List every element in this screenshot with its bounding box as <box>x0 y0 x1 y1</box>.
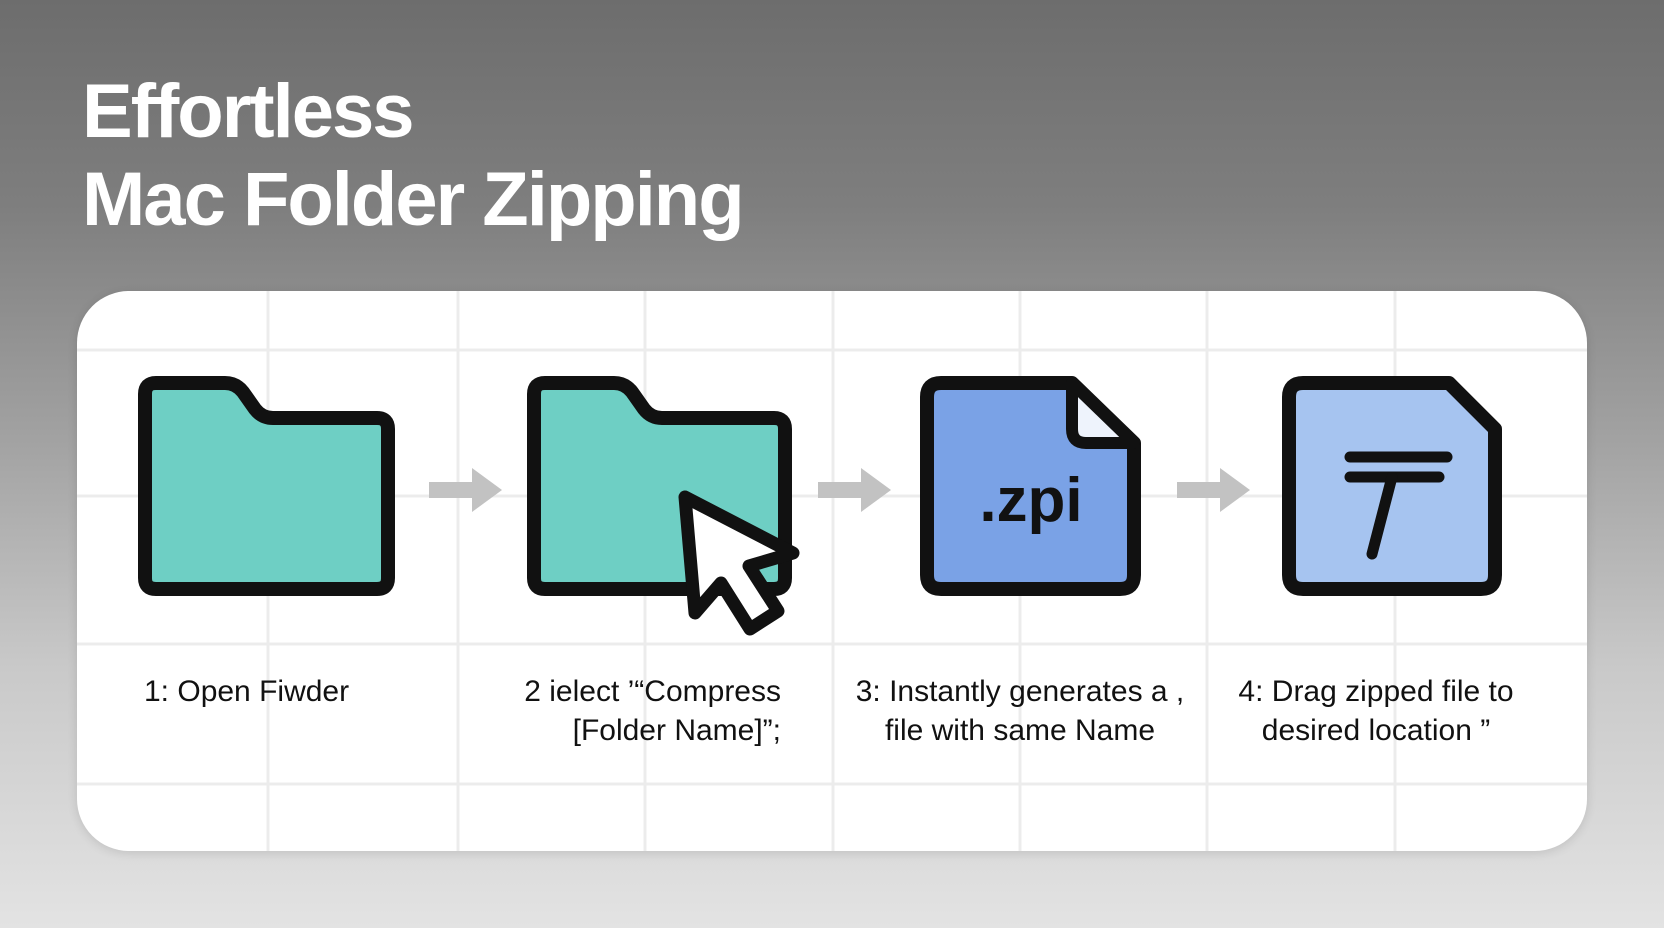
zip-file-icon: .zpi <box>920 376 1141 596</box>
zip-extension-label: .zpi <box>979 466 1082 535</box>
steps-panel: .zpi 1: Open Fiwder 2 іelect ’“Compress … <box>77 291 1587 851</box>
steps-illustration: .zpi <box>138 376 1502 636</box>
title-line-2: Mac Folder Zipping <box>82 157 745 242</box>
arrow-right-icon <box>818 468 891 512</box>
page-title: Effortless Mac Folder Zipping <box>82 68 745 244</box>
title-line-1: Effortless <box>82 69 415 154</box>
step-3-label: 3: Instantly generates a , file with sam… <box>855 675 1185 747</box>
folder-icon <box>138 376 395 596</box>
step-1-label: 1: Open Fiwder <box>144 675 350 708</box>
arrow-right-icon <box>429 468 502 512</box>
step-4-label: 4: Drag zipped file to desired location … <box>1238 675 1514 747</box>
zipped-file-icon <box>1282 376 1502 596</box>
step-2-label: 2 іelect ’“Compress [Folder Name]”; <box>524 675 781 747</box>
folder-with-cursor-icon <box>527 376 800 636</box>
arrow-right-icon <box>1177 468 1250 512</box>
